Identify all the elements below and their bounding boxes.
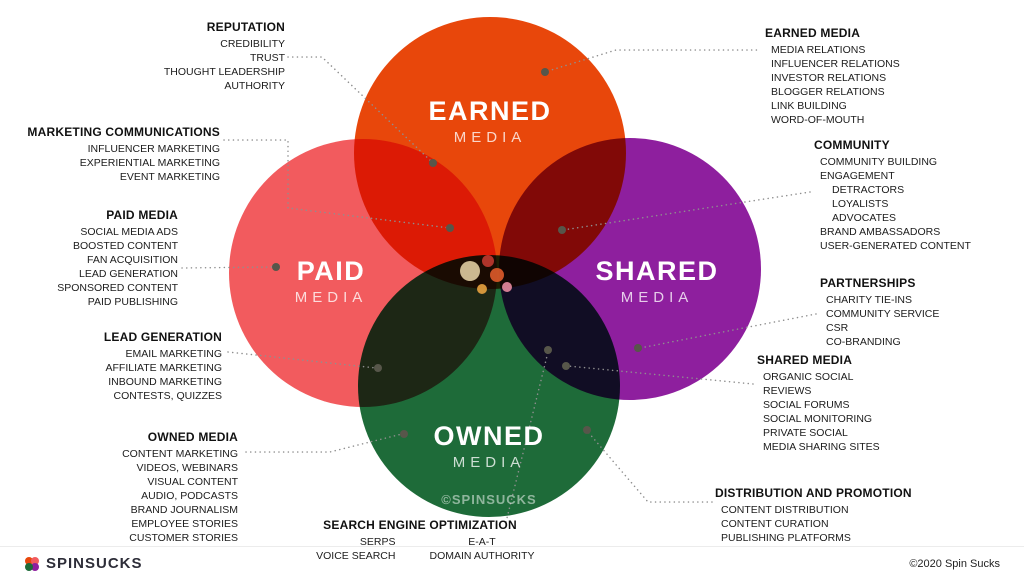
callout-item: USER-GENERATED CONTENT [820, 240, 971, 252]
callout-title: SHARED MEDIA [757, 353, 853, 367]
callout-item: ORGANIC SOCIAL [763, 371, 854, 383]
spinsucks-logo-text: SPINSUCKS [46, 555, 143, 572]
callout-item: PUBLISHING PLATFORMS [721, 532, 851, 544]
callout-item: CSR [826, 322, 849, 334]
callout-item: LEAD GENERATION [79, 268, 178, 280]
callout-item: VISUAL CONTENT [147, 476, 238, 488]
spinsucks-logo-icon [25, 556, 39, 571]
callout-items: SOCIAL MEDIA ADS BOOSTED CONTENT FAN ACQUI… [10, 225, 178, 309]
callout-item: MEDIA RELATIONS [771, 44, 866, 56]
callout-items: CONTENT DISTRIBUTION CONTENT CURATION PUBL… [715, 503, 965, 545]
callout-item: FAN ACQUISITION [86, 254, 178, 266]
callout-title: PAID MEDIA [106, 208, 178, 222]
callout-earned-media: EARNED MEDIA MEDIA RELATIONS INFLUENCER R… [765, 26, 975, 127]
callout-item: SERPS [359, 536, 396, 548]
callout-item: SOCIAL MEDIA ADS [80, 226, 178, 238]
callout-item: ENGAGEMENT [820, 170, 895, 182]
callout-item: MEDIA SHARING SITES [763, 441, 880, 453]
callout-item: AFFILIATE MARKETING [105, 362, 222, 374]
callout-items: INFLUENCER MARKETING EXPERIENTIAL MARKETI… [8, 142, 220, 184]
callout-title: OWNED MEDIA [147, 430, 238, 444]
callout-item: EVENT MARKETING [119, 171, 220, 183]
callout-item: THOUGHT LEADERSHIP [163, 66, 285, 78]
callout-item: SOCIAL MONITORING [763, 413, 873, 425]
callout-item: CREDIBILITY [220, 38, 285, 50]
callout-item: BLOGGER RELATIONS [771, 86, 885, 98]
callout-item: EXPERIENTIAL MARKETING [79, 157, 220, 169]
callout-title: COMMUNITY [814, 138, 890, 152]
callout-item: BOOSTED CONTENT [72, 240, 178, 252]
callout-item: DETRACTORS [832, 184, 905, 196]
callout-items: EMAIL MARKETING AFFILIATE MARKETING INBOUN… [30, 347, 222, 403]
callout-item: CONTENT MARKETING [122, 448, 238, 460]
callout-title: MARKETING COMMUNICATIONS [27, 125, 220, 139]
callout-item: PAID PUBLISHING [87, 296, 178, 308]
callout-item: COMMUNITY BUILDING [820, 156, 938, 168]
callout-lead-generation: LEAD GENERATION EMAIL MARKETING AFFILIATE… [30, 330, 222, 403]
callout-item: INBOUND MARKETING [108, 376, 222, 388]
callout-marketing-communications: MARKETING COMMUNICATIONS INFLUENCER MARK… [8, 125, 220, 184]
callout-item: CHARITY TIE-INS [826, 294, 912, 306]
callout-item: LINK BUILDING [771, 100, 847, 112]
callout-item: WORD-OF-MOUTH [771, 114, 865, 126]
callout-items: ORGANIC SOCIAL REVIEWS SOCIAL FORUMS SOCIAL… [757, 370, 967, 454]
callout-title: DISTRIBUTION AND PROMOTION [715, 486, 912, 500]
callout-search-engine-optimization: SEARCH ENGINE OPTIMIZATION SERPS VOICE SE… [255, 518, 585, 563]
callout-item: BRAND JOURNALISM [130, 504, 238, 516]
callout-title: REPUTATION [206, 20, 285, 34]
callout-items: MEDIA RELATIONS INFLUENCER RELATIONS INVES… [765, 43, 975, 127]
callout-items: COMMUNITY BUILDING ENGAGEMENT DETRACTORS LO… [814, 155, 1020, 253]
callout-item: COMMUNITY SERVICE [826, 308, 940, 320]
callout-title: EARNED MEDIA [765, 26, 861, 40]
callout-title: LEAD GENERATION [103, 330, 222, 344]
callout-item: CUSTOMER STORIES [129, 532, 238, 544]
callout-item: EMAIL MARKETING [125, 348, 222, 360]
callout-item: SPONSORED CONTENT [57, 282, 178, 294]
callout-item: EMPLOYEE STORIES [131, 518, 238, 530]
callout-community: COMMUNITY COMMUNITY BUILDING ENGAGEMENT DE… [814, 138, 1020, 253]
callout-partnerships: PARTNERSHIPS CHARITY TIE-INS COMMUNITY SE… [820, 276, 1010, 349]
spinsucks-logo: SPINSUCKS [24, 555, 143, 572]
callout-item: SOCIAL FORUMS [763, 399, 850, 411]
callout-item: CO-BRANDING [826, 336, 901, 348]
callout-title: PARTNERSHIPS [820, 276, 916, 290]
callout-items: CREDIBILITY TRUST THOUGHT LEADERSHIP AUTHOR… [60, 37, 285, 93]
footer: SPINSUCKS ©2020 Spin Sucks [0, 546, 1024, 580]
circle-owned-media [358, 255, 620, 517]
callout-item: REVIEWS [763, 385, 812, 397]
callout-items: CONTENT MARKETING VIDEOS, WEBINARS VISUAL … [40, 447, 238, 545]
callout-reputation: REPUTATION CREDIBILITY TRUST THOUGHT LEADE… [60, 20, 285, 93]
callout-item: AUDIO, PODCASTS [141, 490, 238, 502]
callout-item: VOICE SEARCH [316, 550, 396, 562]
callout-item: VIDEOS, WEBINARS [136, 462, 238, 474]
callout-item: CONTENT CURATION [721, 518, 829, 530]
callout-paid-media: PAID MEDIA SOCIAL MEDIA ADS BOOSTED CONTE… [10, 208, 178, 309]
callout-item: BRAND AMBASSADORS [820, 226, 941, 238]
callout-title: SEARCH ENGINE OPTIMIZATION [323, 518, 517, 532]
callout-shared-media: SHARED MEDIA ORGANIC SOCIAL REVIEWS SOCIAL… [757, 353, 967, 454]
callout-item: PRIVATE SOCIAL [763, 427, 848, 439]
callout-item: INFLUENCER RELATIONS [771, 58, 900, 70]
callout-items: CHARITY TIE-INS COMMUNITY SERVICE CSR CO-BR… [820, 293, 1010, 349]
callout-item: INFLUENCER MARKETING [87, 143, 220, 155]
callout-item: TRUST [250, 52, 285, 64]
callout-item: DOMAIN AUTHORITY [429, 550, 535, 562]
callout-item: CONTENT DISTRIBUTION [721, 504, 849, 516]
callout-item: E-A-T [468, 536, 496, 548]
callout-items-right: E-A-T DOMAIN AUTHORITY [429, 535, 534, 563]
callout-owned-media: OWNED MEDIA CONTENT MARKETING VIDEOS, WEB… [40, 430, 238, 545]
callout-item: INVESTOR RELATIONS [771, 72, 887, 84]
callout-items-left: SERPS VOICE SEARCH [305, 535, 395, 563]
copyright-text: ©2020 Spin Sucks [909, 557, 1000, 570]
callout-item: AUTHORITY [224, 80, 285, 92]
callout-item: ADVOCATES [832, 212, 896, 224]
callout-item: CONTESTS, QUIZZES [113, 390, 222, 402]
callout-item: LOYALISTS [832, 198, 889, 210]
callout-distribution-and-promotion: DISTRIBUTION AND PROMOTION CONTENT DISTR… [715, 486, 965, 545]
